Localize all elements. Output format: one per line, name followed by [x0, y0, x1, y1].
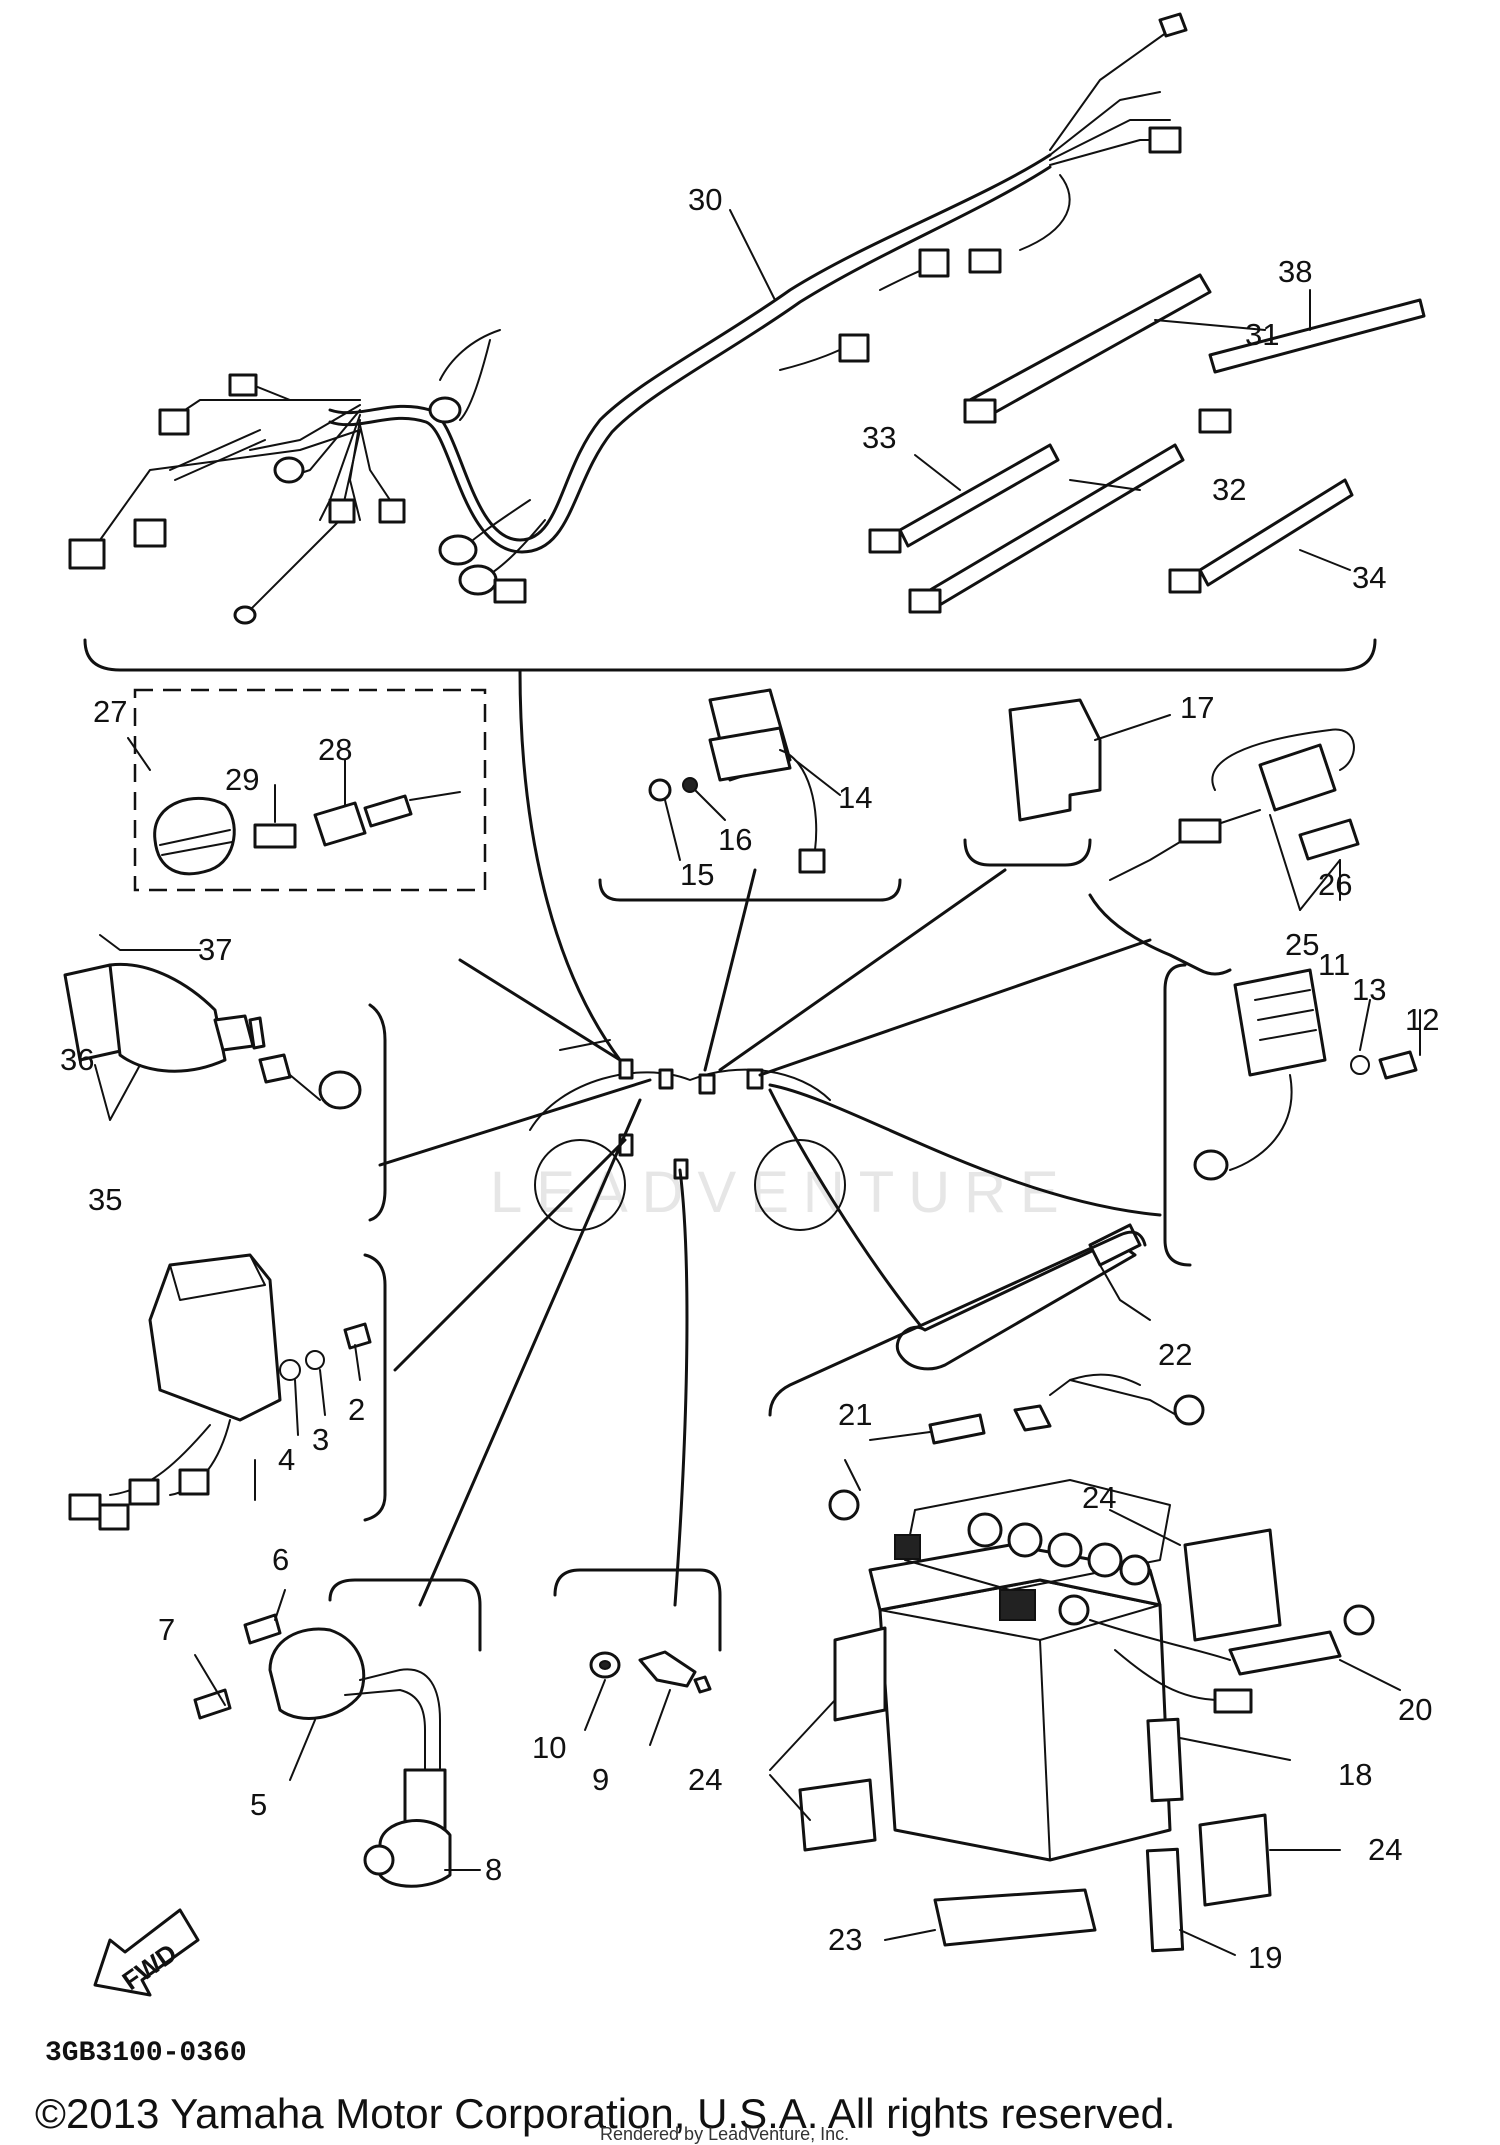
callout-c21: 21 — [838, 1397, 872, 1432]
callout-c19: 19 — [1248, 1940, 1282, 1975]
part-group-ignition-coil — [193, 1578, 482, 1888]
part-group-cdi — [68, 1253, 387, 1531]
callout-c14: 14 — [838, 780, 872, 815]
hub-leader-lines — [378, 668, 1162, 1607]
part-group-battery — [769, 1479, 1401, 1956]
part-17 — [963, 698, 1171, 867]
callout-c38: 38 — [1278, 254, 1312, 289]
callout-c3: 3 — [312, 1422, 329, 1457]
part-group-11 — [1163, 963, 1421, 1267]
callout-c8: 8 — [485, 1852, 502, 1887]
callout-labels: 3031383332342729281416151726251113123736… — [60, 182, 1439, 1975]
callout-c24c: 24 — [1368, 1832, 1402, 1867]
part-group-27 — [127, 688, 487, 892]
frame-outline — [529, 1039, 846, 1231]
callout-c36: 36 — [60, 1042, 94, 1077]
callout-c17: 17 — [1180, 690, 1214, 725]
callout-c34: 34 — [1352, 560, 1386, 595]
watermark-text: LEADVENTURE — [490, 1160, 1073, 1225]
part-group-9-10 — [553, 1568, 722, 1746]
callout-c12: 12 — [1405, 1002, 1439, 1037]
callout-c4: 4 — [278, 1442, 295, 1477]
callout-c29: 29 — [225, 762, 259, 797]
callout-c6: 6 — [272, 1542, 289, 1577]
harness-bracket — [83, 638, 1377, 672]
callout-c24a: 24 — [1082, 1480, 1116, 1515]
wire-harness — [68, 12, 1188, 625]
wire-bands — [868, 273, 1426, 614]
fwd-arrow-icon: FWD — [93, 1908, 200, 1997]
callout-c18: 18 — [1338, 1757, 1372, 1792]
callout-c9: 9 — [592, 1762, 609, 1797]
part-group-25 — [1088, 728, 1360, 976]
callout-c26: 26 — [1318, 867, 1352, 902]
callout-c37: 37 — [198, 932, 232, 967]
callout-c28: 28 — [318, 732, 352, 767]
callout-c13: 13 — [1352, 972, 1386, 1007]
callout-c2: 2 — [348, 1392, 365, 1427]
callout-c22: 22 — [1158, 1337, 1192, 1372]
callout-c11: 11 — [1318, 947, 1350, 982]
callout-c23: 23 — [828, 1922, 862, 1957]
copyright-text: ©2013 Yamaha Motor Corporation, U.S.A. A… — [35, 2090, 1176, 2137]
part-group-14 — [598, 688, 902, 902]
callout-c30: 30 — [688, 182, 722, 217]
part-group-35 — [63, 934, 387, 1222]
callout-c33: 33 — [862, 420, 896, 455]
callout-c31: 31 — [1245, 317, 1279, 352]
diagram-code: 3GB3100-0360 — [45, 2038, 247, 2069]
callout-c20: 20 — [1398, 1692, 1432, 1727]
callout-c27: 27 — [93, 694, 127, 729]
rendered-by-text: Rendered by LeadVenture, Inc. — [600, 2124, 849, 2144]
callout-c32: 32 — [1212, 472, 1246, 507]
callout-c15: 15 — [680, 857, 714, 892]
callout-c35: 35 — [88, 1182, 122, 1217]
callout-c16: 16 — [718, 822, 752, 857]
callout-c10: 10 — [532, 1730, 566, 1765]
part-group-21-22 — [768, 1223, 1205, 1521]
callout-c5: 5 — [250, 1787, 267, 1822]
callout-c24b: 24 — [688, 1762, 722, 1797]
callout-c7: 7 — [158, 1612, 175, 1647]
callout-c25: 25 — [1285, 927, 1319, 962]
